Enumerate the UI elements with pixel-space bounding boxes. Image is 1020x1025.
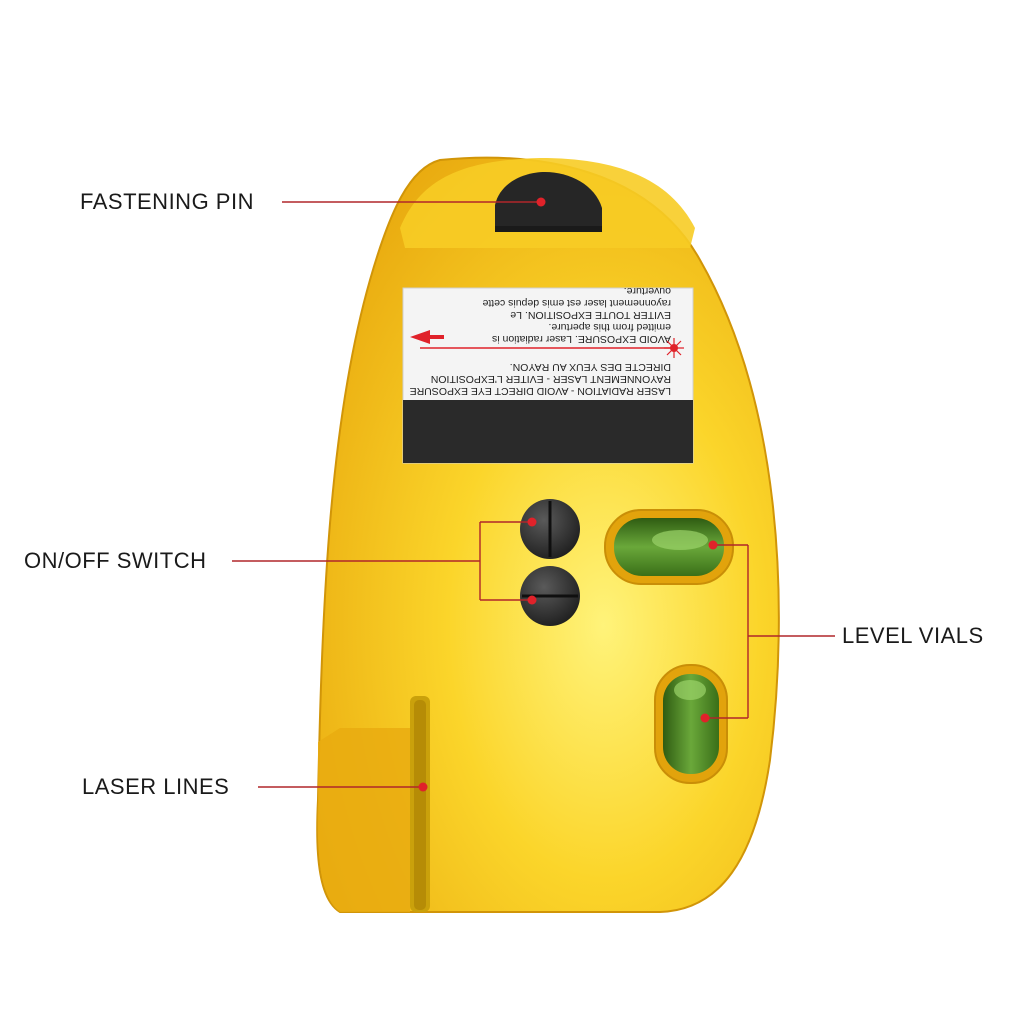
label-laser-lines: LASER LINES xyxy=(82,774,230,799)
callout-fastening-pin xyxy=(282,197,546,207)
callout-laser-lines xyxy=(258,782,428,792)
warning-line: rayonnement laser est emis depuis cette xyxy=(482,297,671,309)
level-vial-vertical xyxy=(654,664,728,784)
warning-line: ouverture. xyxy=(624,285,671,297)
warning-line: AVOID EXPOSURE. Laser radiation is xyxy=(492,333,671,345)
laser-star-icon xyxy=(664,338,684,358)
callout-on-off-switch xyxy=(232,517,537,605)
fastening-pin xyxy=(495,172,602,232)
warning-line: LASER RADIATION - AVOID DIRECT EYE EXPOS… xyxy=(410,385,671,397)
warning-line: EVITER TOUTE EXPOSITION. Le xyxy=(510,309,671,321)
label-fastening-pin: FASTENING PIN xyxy=(80,189,254,214)
callout-level-vials xyxy=(700,540,835,723)
warning-label: LASER RADIATION - AVOID DIRECT EYE EXPOS… xyxy=(402,285,694,464)
label-on-off-switch: ON/OFF SWITCH xyxy=(24,548,207,573)
warning-line: emitted from this aperture. xyxy=(548,321,671,333)
level-vial-horizontal xyxy=(604,509,734,585)
label-level-vials: LEVEL VIALS xyxy=(842,623,984,648)
warning-line: DIRECTE DES YEUX AU RAYON. xyxy=(510,361,671,373)
warning-line: RAYONNEMENT LASER - EVITER L'EXPOSITION xyxy=(431,373,671,385)
arrow-left-icon xyxy=(410,330,444,344)
